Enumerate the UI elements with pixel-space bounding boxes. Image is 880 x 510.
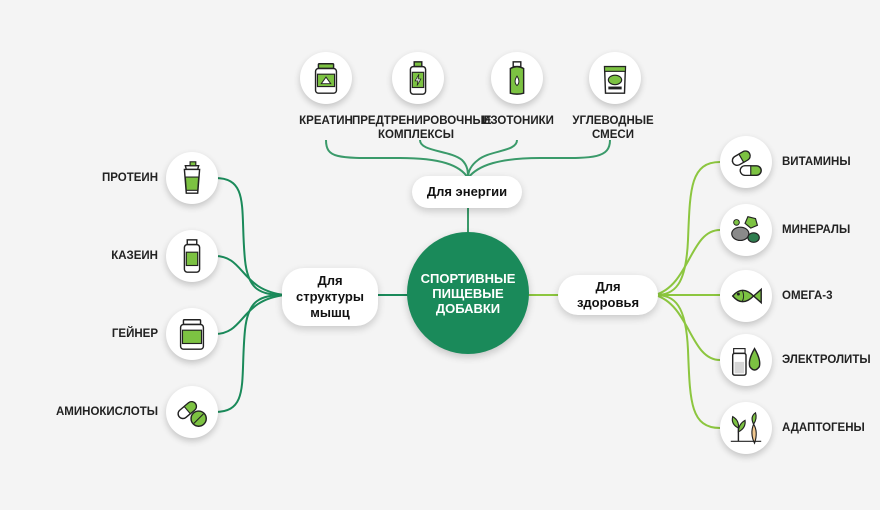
connector-carbmix	[467, 139, 611, 179]
minerals-stones-icon	[731, 216, 760, 243]
casein-item	[166, 230, 218, 282]
electrolytes-item	[720, 334, 772, 386]
amino-label: АМИНОКИСЛОТЫ	[55, 406, 158, 418]
connector-isotonic	[467, 139, 518, 179]
electrolytes-label: ЭЛЕКТРОЛИТЫ	[782, 354, 871, 366]
creatine-jar-icon	[314, 63, 338, 94]
connector-creatine	[325, 139, 469, 179]
casein-bottle-icon	[183, 239, 201, 273]
adaptogens-label: АДАПТОГЕНЫ	[782, 422, 865, 434]
electrolytes-icon	[731, 347, 761, 376]
center-title: СПОРТИВНЫЕ ПИЩЕВЫЕ ДОБАВКИ	[420, 270, 516, 316]
group-energy: Для энергии	[412, 176, 522, 208]
casein-label: КАЗЕИН	[111, 250, 158, 262]
protein-shaker-icon	[183, 161, 201, 194]
protein-item	[166, 152, 218, 204]
connector-vitamins	[654, 161, 721, 296]
isotonic-label: ИЗОТОНИКИ	[482, 115, 554, 127]
minerals-item	[720, 204, 772, 256]
creatine-item	[300, 52, 352, 104]
creatine-label: КРЕАТИН	[299, 115, 353, 127]
carbmix-label: УГЛЕВОДНЫЕ СМЕСИ	[572, 115, 654, 141]
amino-item	[166, 386, 218, 438]
carbmix-item	[589, 52, 641, 104]
connector-amino	[214, 294, 286, 413]
group-muscles: Для структуры мышц	[282, 268, 378, 326]
preworkout-item	[392, 52, 444, 104]
group-health-label: Для здоровья	[576, 279, 640, 310]
pre-workout-bottle-icon	[409, 61, 427, 95]
omega-label: ОМЕГА-3	[782, 290, 833, 302]
connector-adaptogens	[654, 294, 721, 429]
gainer-jar-icon	[179, 319, 205, 350]
connector-gainer	[214, 294, 286, 335]
isotonic-bottle-icon	[509, 61, 525, 95]
center-node: СПОРТИВНЫЕ ПИЩЕВЫЕ ДОБАВКИ	[407, 232, 529, 354]
vitamins-label: ВИТАМИНЫ	[782, 156, 851, 168]
group-health: Для здоровья	[558, 275, 658, 315]
connector-electrolytes	[654, 294, 721, 361]
gainer-item	[166, 308, 218, 360]
adaptogens-item	[720, 402, 772, 454]
amino-pills-icon	[177, 400, 207, 427]
group-energy-label: Для энергии	[426, 184, 508, 199]
connector-casein	[214, 255, 286, 296]
isotonic-item	[491, 52, 543, 104]
vitamins-item	[720, 136, 772, 188]
connector-minerals	[654, 229, 721, 296]
minerals-label: МИНЕРАЛЫ	[782, 224, 851, 236]
vitamin-capsule-icon	[731, 150, 762, 177]
omega-item	[720, 270, 772, 322]
protein-label: ПРОТЕИН	[102, 172, 158, 184]
preworkout-label: ПРЕДТРЕНИРОВОЧНЫЕ КОМПЛЕКСЫ	[352, 115, 492, 141]
gainer-label: ГЕЙНЕР	[111, 328, 158, 340]
carb-mix-bag-icon	[603, 65, 627, 94]
omega-fish-icon	[731, 287, 762, 305]
adaptogen-plants-icon	[730, 411, 762, 445]
group-muscles-label: Для структуры мышц	[296, 273, 364, 320]
connector-protein	[214, 177, 286, 296]
